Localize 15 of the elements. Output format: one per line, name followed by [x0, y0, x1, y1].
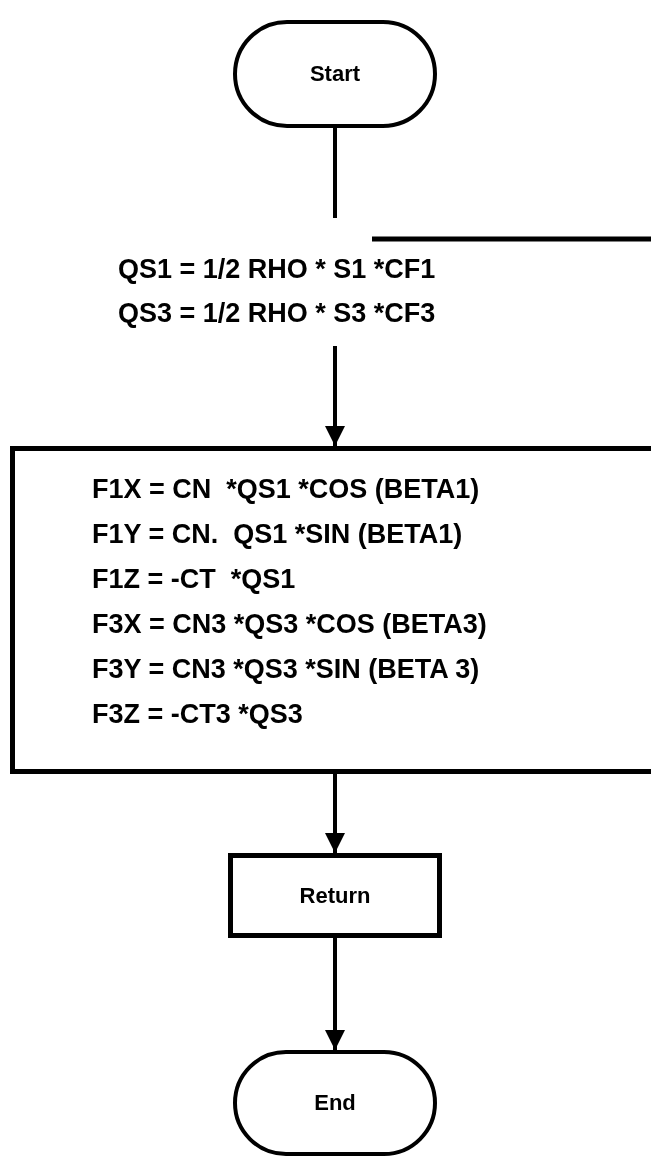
arrow [325, 774, 345, 853]
formula-text: QS1 = 1/2 RHO * S1 *CF1 [118, 253, 436, 286]
arrow [325, 346, 345, 446]
arrow [325, 938, 345, 1050]
formula-text: F1Y = CN. QS1 *SIN (BETA1) [92, 518, 463, 551]
formula-text: F3Z = -CT3 *QS3 [92, 698, 303, 731]
formula-text: F3X = CN3 *QS3 *COS (BETA3) [92, 608, 487, 641]
formula-text: F1X = CN *QS1 *COS (BETA1) [92, 473, 480, 506]
connector-line [333, 128, 337, 218]
terminal-label: Return [299, 882, 371, 909]
formula-text: F3Y = CN3 *QS3 *SIN (BETA 3) [92, 653, 480, 686]
formula-text: F1Z = -CT *QS1 [92, 563, 296, 596]
formula-text: QS3 = 1/2 RHO * S3 *CF3 [118, 297, 436, 330]
terminal-label: Start [309, 61, 361, 87]
terminal-label: End [314, 1090, 356, 1116]
